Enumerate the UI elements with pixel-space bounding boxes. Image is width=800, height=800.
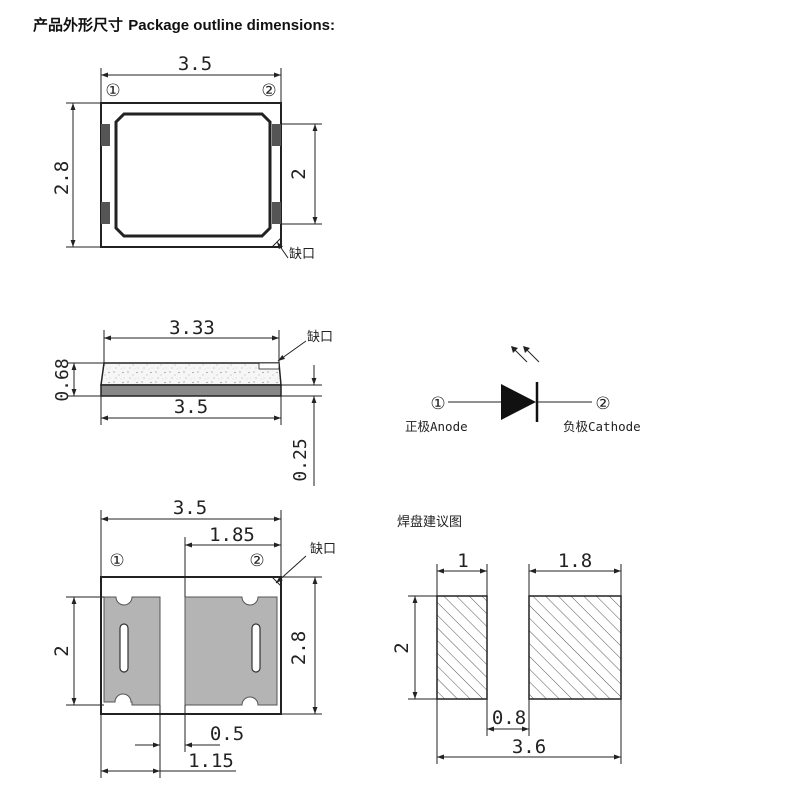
top-pin1-marker: ① (105, 81, 120, 101)
side-top-width-label: 3.33 (169, 317, 215, 339)
bottom-view: 3.5 1.85 2 2.8 0.5 (51, 497, 336, 778)
bottom-pad2-dimension: 1.85 (184, 524, 281, 597)
title-zh: 产品外形尺寸 (33, 16, 124, 34)
land-gap-dimension: 0.8 (486, 699, 530, 736)
side-height-label: 0.68 (52, 358, 73, 401)
side-base-dimension: 0.25 (281, 365, 322, 486)
land-height-dimension: 2 (391, 595, 437, 700)
top-pin2-marker: ② (261, 81, 276, 101)
bottom-notch-label: 缺口 (310, 542, 336, 557)
symbol-pin1-marker: ① (430, 394, 445, 414)
title-en: Package outline dimensions: (128, 17, 335, 34)
bottom-pad2-label: 1.85 (209, 524, 255, 546)
bottom-pad-height-label: 2 (51, 645, 73, 656)
symbol-pin2-marker: ② (595, 394, 610, 414)
bottom-pad1-label: 1.15 (188, 750, 234, 772)
bottom-pad-height-dimension: 2 (51, 596, 104, 706)
bottom-width-dimension: 3.5 (100, 497, 282, 577)
top-pad-dimension: 2 (281, 123, 322, 225)
bottom-view-body (100, 576, 282, 715)
land-pad-1 (436, 595, 488, 700)
side-top-width-dimension: 3.33 (103, 317, 280, 363)
land-total-dimension: 3.6 (436, 699, 622, 764)
bottom-height-dimension: 2.8 (281, 576, 322, 715)
bottom-pin2-marker: ② (249, 551, 264, 571)
top-height-dimension: 2.8 (51, 102, 101, 248)
bottom-width-label: 3.5 (173, 497, 207, 519)
side-view: 3.33 3.5 0.68 0.25 缺口 (52, 317, 333, 486)
light-emission-arrows-icon (511, 346, 540, 363)
side-notch-label: 缺口 (307, 330, 333, 345)
side-view-body (100, 362, 282, 397)
land-pad-2 (528, 595, 622, 700)
land-height-label: 2 (391, 642, 413, 653)
land-pad2-label: 1.8 (558, 550, 592, 572)
bottom-pad1-dimension: 1.15 (100, 714, 236, 778)
top-height-label: 2.8 (51, 161, 73, 195)
land-pad1-label: 1 (457, 550, 468, 572)
bottom-pin1-marker: ① (109, 551, 124, 571)
land-pad1-dimension: 1 (436, 550, 488, 596)
anode-label: 正极Anode (405, 419, 468, 434)
bottom-gap-label: 0.5 (210, 723, 244, 745)
side-height-dimension: 0.68 (52, 358, 104, 402)
led-symbol: ① ② 正极Anode 负极Cathode (405, 346, 641, 434)
top-pad-label: 2 (288, 168, 310, 179)
land-total-label: 3.6 (512, 736, 546, 758)
side-bottom-width-label: 3.5 (174, 396, 208, 418)
side-bottom-width-dimension: 3.5 (100, 396, 282, 425)
top-width-dimension: 3.5 (100, 53, 282, 103)
page-title: 产品外形尺寸 Package outline dimensions: (33, 14, 335, 35)
land-pattern-title: 焊盘建议图 (397, 514, 462, 530)
side-base-label: 0.25 (290, 438, 311, 481)
top-width-label: 3.5 (178, 53, 212, 75)
cathode-label: 负极Cathode (563, 419, 641, 434)
land-pad2-dimension: 1.8 (528, 550, 622, 596)
top-notch-label: 缺口 (289, 247, 315, 262)
land-gap-label: 0.8 (492, 707, 526, 729)
land-pattern: 焊盘建议图 1 1.8 2 0.8 (391, 514, 622, 764)
bottom-gap-dimension: 0.5 (135, 705, 244, 778)
top-view: 3.5 2.8 2 ① ② 缺口 (51, 53, 322, 262)
bottom-height-label: 2.8 (288, 631, 310, 665)
top-view-body (100, 102, 282, 248)
